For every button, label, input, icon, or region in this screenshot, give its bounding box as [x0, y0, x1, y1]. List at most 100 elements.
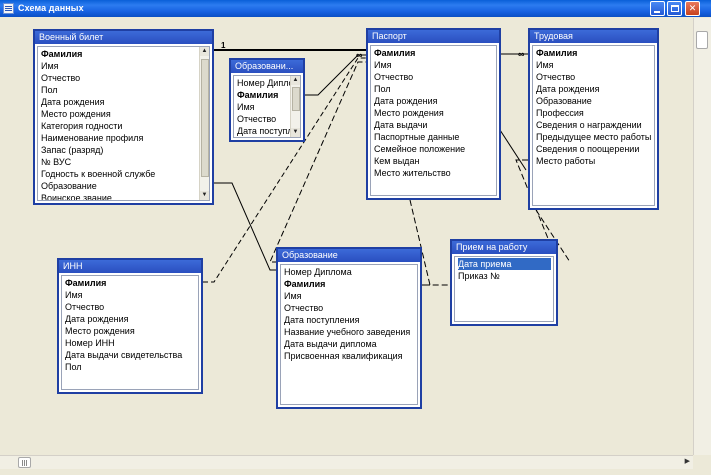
field-military-2[interactable]: Отчество: [41, 73, 81, 83]
field-passport-4[interactable]: Дата рождения: [374, 96, 438, 106]
field-education-5[interactable]: Название учебного заведения: [284, 327, 411, 337]
close-button[interactable]: ✕: [685, 1, 700, 16]
table-inn-title[interactable]: ИНН: [59, 260, 201, 273]
field-education-6[interactable]: Дата выдачи диплома: [284, 339, 377, 349]
field-education_small-0[interactable]: Номер Диплома: [237, 78, 301, 88]
field-inn-2[interactable]: Отчество: [65, 302, 105, 312]
field-passport-10[interactable]: Место жительство: [374, 168, 451, 178]
field-education_small-3[interactable]: Отчество: [237, 114, 277, 124]
field-military-6[interactable]: Категория годности: [41, 121, 123, 131]
field-workbook-5[interactable]: Профессия: [536, 108, 584, 118]
scroll-down-icon[interactable]: ▼: [291, 128, 300, 137]
field-workbook-9[interactable]: Место работы: [536, 156, 596, 166]
window-vertical-scrollbar[interactable]: [693, 18, 711, 455]
table-workbook-title[interactable]: Трудовая: [530, 30, 657, 43]
field-workbook-2[interactable]: Отчество: [536, 72, 576, 82]
field-workbook-6[interactable]: Сведения о награждении: [536, 120, 642, 130]
table-education-small-title[interactable]: Образовани...: [231, 60, 303, 73]
window-vertical-scroll-thumb[interactable]: [696, 31, 708, 49]
field-passport-1[interactable]: Имя: [374, 60, 392, 70]
minimize-button[interactable]: [650, 1, 665, 16]
field-military-0[interactable]: Фамилия: [41, 49, 83, 59]
scroll-up-icon[interactable]: ▲: [291, 76, 300, 85]
field-workbook-7[interactable]: Предыдущее место работы: [536, 132, 652, 142]
field-workbook-3[interactable]: Дата рождения: [536, 84, 600, 94]
table-military-title[interactable]: Военный билет: [35, 31, 212, 44]
field-education_small-2[interactable]: Имя: [237, 102, 255, 112]
field-military-5[interactable]: Место рождения: [41, 109, 111, 119]
title-bar[interactable]: Схема данных ✕: [0, 0, 711, 17]
scrollbar-corner: [693, 455, 711, 475]
field-military-8[interactable]: Запас (разряд): [41, 145, 104, 155]
scroll-up-icon[interactable]: ▲: [200, 47, 209, 56]
field-military-10[interactable]: Годность к военной службе: [41, 169, 156, 179]
field-inn-1[interactable]: Имя: [65, 290, 83, 300]
field-passport-3[interactable]: Пол: [374, 84, 391, 94]
field-education_small-4[interactable]: Дата поступления: [237, 126, 300, 136]
table-passport-title[interactable]: Паспорт: [368, 30, 499, 43]
field-inn-0[interactable]: Фамилия: [65, 278, 107, 288]
field-education-1[interactable]: Фамилия: [284, 279, 326, 289]
table-education-small-scrollbar[interactable]: ▲ ▼: [290, 76, 300, 137]
maximize-button[interactable]: [667, 1, 682, 16]
window-horizontal-scroll-thumb[interactable]: [18, 457, 31, 468]
field-education-7[interactable]: Присвоенная квалификация: [284, 351, 403, 361]
field-inn-4[interactable]: Место рождения: [65, 326, 135, 336]
field-military-11[interactable]: Образование: [41, 181, 97, 191]
field-passport-7[interactable]: Паспортные данные: [374, 132, 460, 142]
table-hiring-title[interactable]: Прием на работу: [452, 241, 556, 254]
field-military-9[interactable]: № ВУС: [41, 157, 72, 167]
field-education-2[interactable]: Имя: [284, 291, 302, 301]
field-passport-6[interactable]: Дата выдачи: [374, 120, 428, 130]
field-passport-2[interactable]: Отчество: [374, 72, 414, 82]
field-passport-9[interactable]: Кем выдан: [374, 156, 420, 166]
field-education-3[interactable]: Отчество: [284, 303, 324, 313]
field-military-4[interactable]: Дата рождения: [41, 97, 105, 107]
field-education-0[interactable]: Номер Диплома: [284, 267, 352, 277]
field-military-3[interactable]: Пол: [41, 85, 58, 95]
field-inn-6[interactable]: Дата выдачи свидетельства: [65, 350, 183, 360]
field-workbook-0[interactable]: Фамилия: [536, 48, 578, 58]
field-hiring-0[interactable]: Дата приема: [458, 258, 551, 270]
scroll-down-icon[interactable]: ▼: [200, 191, 209, 200]
field-inn-3[interactable]: Дата рождения: [65, 314, 129, 324]
field-education-4[interactable]: Дата поступления: [284, 315, 360, 325]
scroll-thumb[interactable]: [292, 87, 300, 111]
table-education-title[interactable]: Образование: [278, 249, 420, 262]
field-inn-7[interactable]: Пол: [65, 362, 82, 372]
field-workbook-1[interactable]: Имя: [536, 60, 554, 70]
scroll-thumb[interactable]: [201, 59, 209, 177]
field-military-1[interactable]: Имя: [41, 61, 59, 71]
field-passport-0[interactable]: Фамилия: [374, 48, 416, 58]
field-passport-5[interactable]: Место рождения: [374, 108, 444, 118]
field-education_small-1[interactable]: Фамилия: [237, 90, 279, 100]
field-military-7[interactable]: Наименование профиля: [41, 133, 144, 143]
field-inn-5[interactable]: Номер ИНН: [65, 338, 115, 348]
table-military-scrollbar[interactable]: ▲ ▼: [199, 47, 209, 200]
app-window-icon: [3, 3, 14, 14]
scroll-right-icon[interactable]: ▶: [684, 458, 690, 465]
field-workbook-8[interactable]: Сведения о поощерении: [536, 144, 640, 154]
field-workbook-4[interactable]: Образование: [536, 96, 592, 106]
window-horizontal-scrollbar[interactable]: ▶: [0, 455, 693, 469]
field-hiring-1[interactable]: Приказ №: [458, 271, 500, 281]
field-passport-8[interactable]: Семейное положение: [374, 144, 466, 154]
field-military-12[interactable]: Воинское звание: [41, 193, 112, 201]
